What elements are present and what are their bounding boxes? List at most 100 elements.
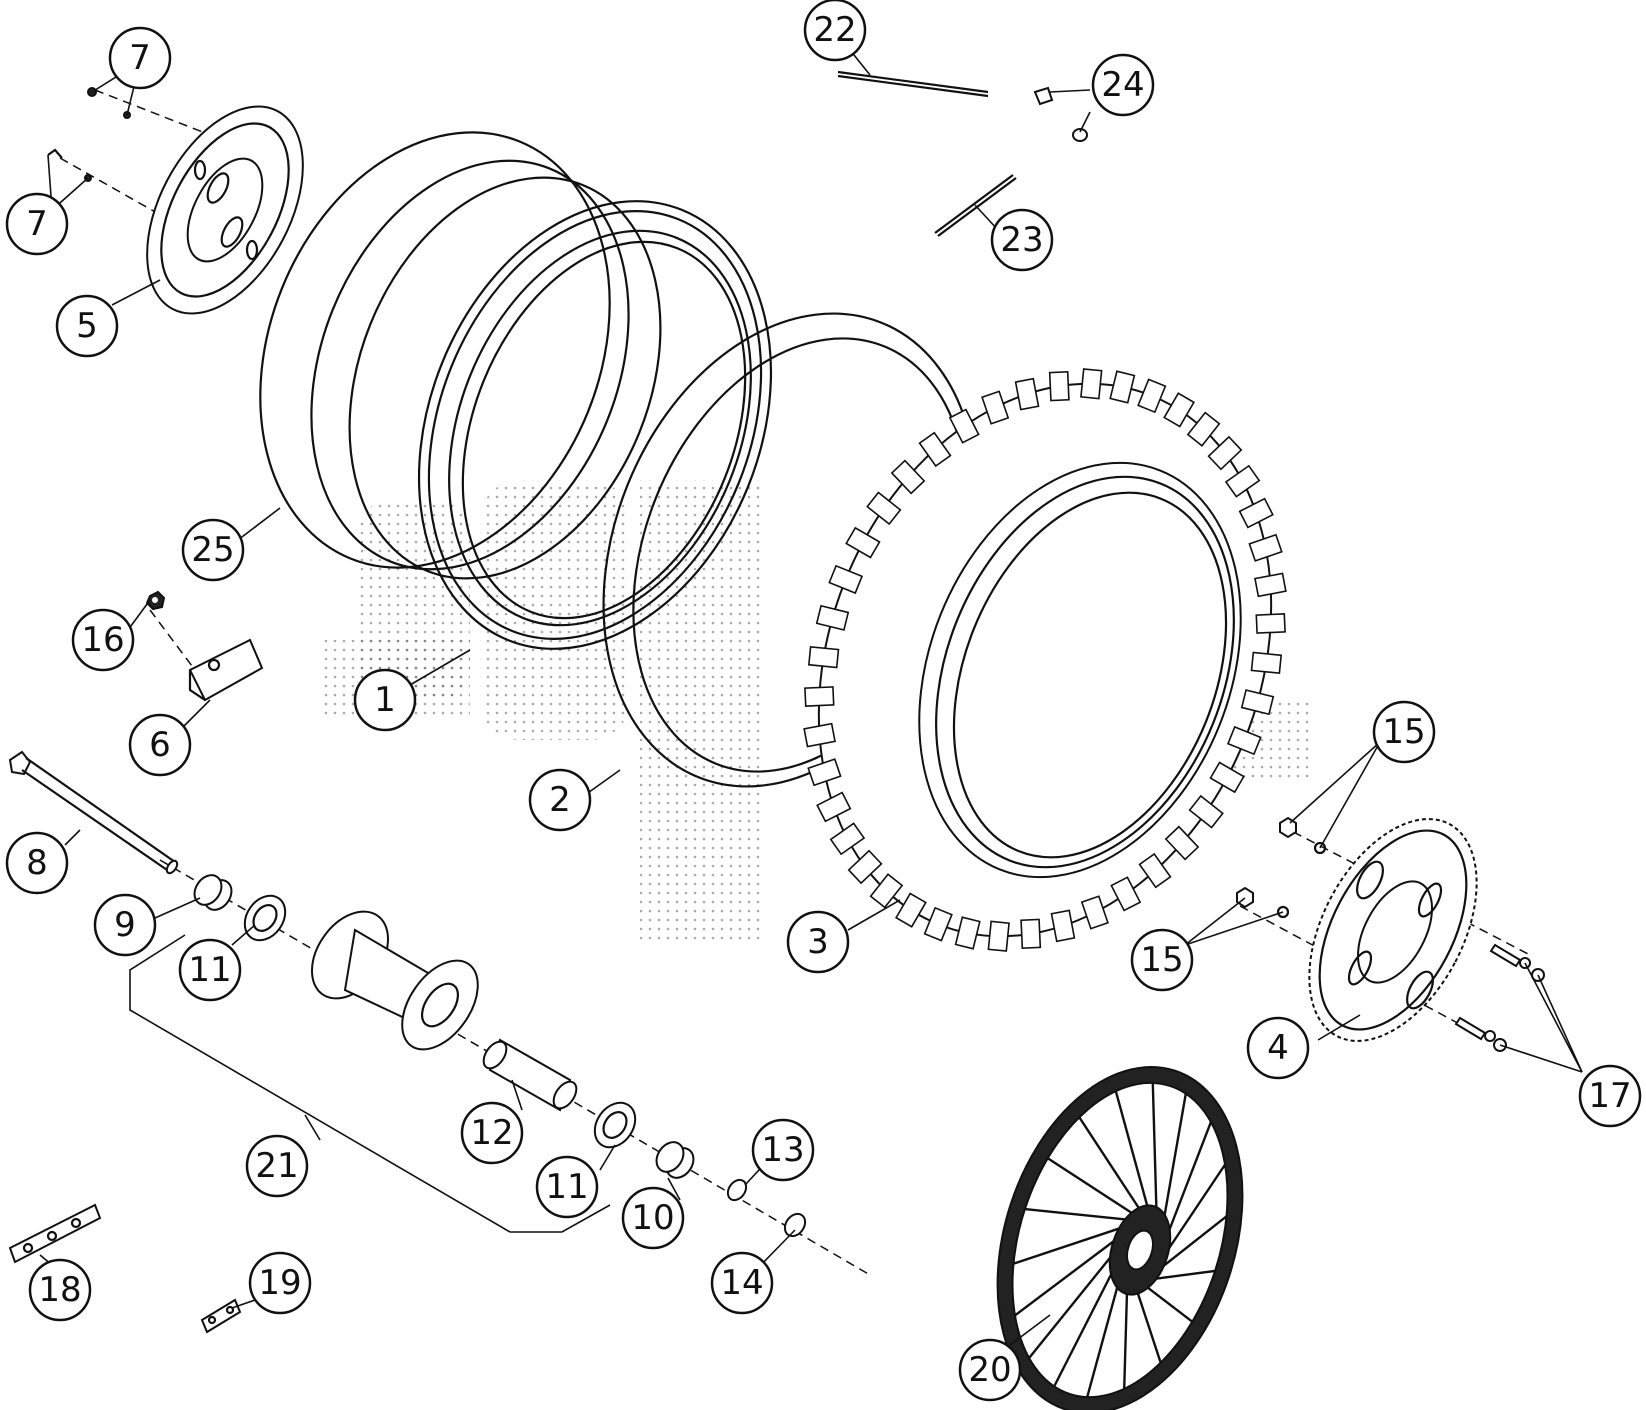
callout-7-left: 7 [5, 192, 69, 256]
tread-block [1109, 370, 1136, 404]
tread-block [1137, 378, 1167, 414]
rim-tape [259, 131, 662, 580]
spoke-line [1147, 1269, 1216, 1282]
tread-block [1014, 377, 1040, 411]
svg-text:13: 13 [761, 1130, 804, 1170]
bearing-right [593, 1101, 637, 1149]
spoke [837, 70, 989, 98]
svg-text:21: 21 [255, 1146, 298, 1186]
washer [726, 1178, 748, 1202]
tread-block [828, 564, 864, 595]
spoke-line [1028, 1244, 1122, 1359]
callout-14: 14 [710, 1251, 774, 1315]
sprocket-bolts [1454, 943, 1545, 1052]
tread-block [1250, 651, 1283, 675]
brake-disc [146, 105, 304, 315]
spoke-line [1013, 1224, 1128, 1265]
spacer-right [655, 1141, 695, 1179]
tread-block [1080, 895, 1109, 930]
callout-22: 22 [803, 0, 867, 62]
tread-block [954, 916, 981, 950]
callout-19: 19 [248, 1251, 312, 1315]
svg-text:19: 19 [258, 1263, 301, 1303]
distance-sleeve [482, 1038, 578, 1112]
tread-block [1254, 572, 1287, 598]
tread-block [895, 892, 927, 928]
tread-block [948, 408, 980, 444]
tread-block [1186, 411, 1221, 447]
tread-block [1226, 725, 1262, 756]
svg-text:2: 2 [549, 780, 571, 820]
svg-text:15: 15 [1382, 712, 1425, 752]
chain-guide-block [188, 638, 264, 702]
tread-block [1050, 909, 1076, 943]
tread-block [981, 390, 1010, 425]
svg-text:18: 18 [38, 1270, 81, 1310]
complete-wheel [996, 1066, 1244, 1410]
tread-block [1138, 852, 1172, 889]
svg-text:3: 3 [807, 922, 829, 962]
rear-sprocket [1308, 818, 1478, 1042]
callout-7-top: 7 [108, 26, 172, 90]
callout-21: 21 [245, 1134, 309, 1198]
svg-text:22: 22 [813, 10, 856, 50]
tread-block [1224, 464, 1261, 498]
tread-block [803, 722, 836, 748]
tread-block [807, 758, 842, 787]
spoke-line [1024, 1207, 1133, 1222]
tread-block [815, 604, 850, 631]
callout-15-top: 15 [1372, 700, 1436, 764]
tread-block [816, 791, 852, 823]
tread-block [1080, 368, 1103, 400]
callout-1: 1 [353, 668, 417, 732]
sprocket-nuts [1236, 816, 1327, 919]
tread-block [1020, 918, 1042, 950]
callout-5: 5 [55, 294, 119, 358]
tread-block [869, 873, 904, 909]
tread-block [890, 459, 926, 495]
callout-3: 3 [786, 910, 850, 974]
cap-nut [783, 1212, 807, 1238]
tread-block [1164, 825, 1200, 861]
svg-text:15: 15 [1140, 940, 1183, 980]
svg-text:11: 11 [188, 950, 231, 990]
svg-text:10: 10 [631, 1198, 674, 1238]
svg-text:7: 7 [129, 38, 151, 78]
tread-block [1207, 435, 1243, 471]
svg-text:9: 9 [114, 905, 136, 945]
callout-20: 20 [958, 1338, 1022, 1402]
spacer-left [193, 874, 233, 911]
callout-12: 12 [460, 1101, 524, 1165]
tread-block [1240, 689, 1275, 716]
tread-block [804, 686, 835, 707]
chain [8, 1203, 102, 1264]
svg-text:25: 25 [191, 530, 234, 570]
svg-text:5: 5 [76, 306, 98, 346]
tread-block [923, 906, 953, 942]
spoke-line [1139, 1281, 1193, 1323]
svg-text:6: 6 [149, 725, 171, 765]
callout-6: 6 [128, 713, 192, 777]
callout-11-right: 11 [535, 1155, 599, 1219]
callout-11-left: 11 [178, 938, 242, 1002]
svg-text:1: 1 [374, 680, 396, 720]
spoke-line [1078, 1116, 1148, 1221]
tread-block [807, 645, 840, 669]
tread-block [987, 920, 1010, 952]
callout-4: 4 [1246, 1016, 1310, 1080]
svg-text:14: 14 [720, 1263, 763, 1303]
tread-block [1188, 794, 1224, 829]
disc-screws [47, 87, 131, 182]
axle [8, 750, 179, 875]
tread-block [1110, 876, 1142, 912]
svg-text:20: 20 [968, 1350, 1011, 1390]
callout-18: 18 [28, 1258, 92, 1322]
callout-8: 8 [5, 831, 69, 895]
rim [417, 200, 773, 650]
spoke-nipple [1033, 86, 1088, 142]
tread-block [1048, 370, 1070, 402]
tread-block [847, 849, 883, 885]
tread-block [866, 491, 902, 526]
callout-2: 2 [528, 768, 592, 832]
leader-lines [39, 49, 1583, 1346]
